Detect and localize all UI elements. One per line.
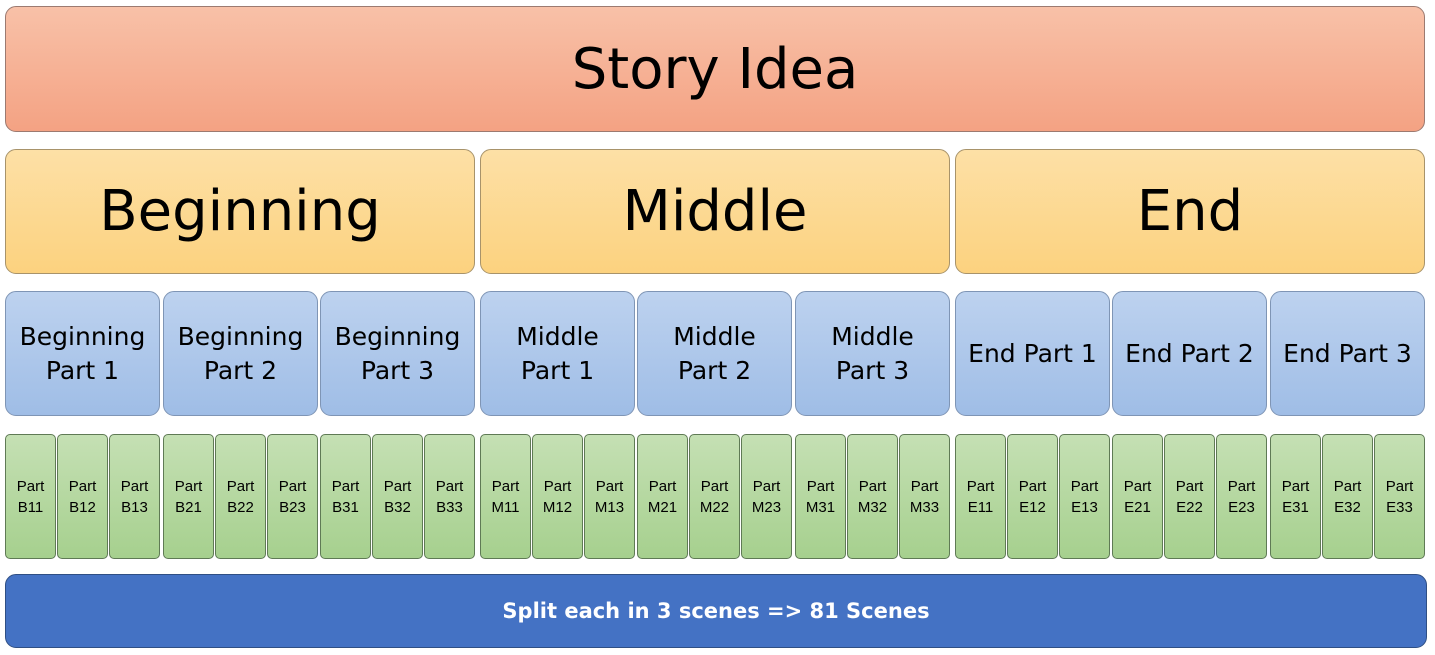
subpart-e22: Part E22 <box>1164 434 1215 559</box>
subpart-e23: Part E23 <box>1216 434 1267 559</box>
subpart-e13: Part E13 <box>1059 434 1110 559</box>
subpart-b21: Part B21 <box>163 434 214 559</box>
part-middle-2: Middle Part 2 <box>637 291 792 416</box>
subpart-b12: Part B12 <box>57 434 108 559</box>
story-idea-box: Story Idea <box>5 6 1425 132</box>
act-end: End <box>955 149 1425 274</box>
subpart-b33: Part B33 <box>424 434 475 559</box>
part-middle-3: Middle Part 3 <box>795 291 950 416</box>
subpart-m23: Part M23 <box>741 434 792 559</box>
part-beginning-3: Beginning Part 3 <box>320 291 475 416</box>
part-end-2: End Part 2 <box>1112 291 1267 416</box>
scenes-summary-banner: Split each in 3 scenes => 81 Scenes <box>5 574 1427 648</box>
subpart-b13: Part B13 <box>109 434 160 559</box>
subpart-m11: Part M11 <box>480 434 531 559</box>
subpart-m31: Part M31 <box>795 434 846 559</box>
act-beginning: Beginning <box>5 149 475 274</box>
subpart-e11: Part E11 <box>955 434 1006 559</box>
subpart-b32: Part B32 <box>372 434 423 559</box>
subpart-m22: Part M22 <box>689 434 740 559</box>
subpart-e12: Part E12 <box>1007 434 1058 559</box>
subpart-e21: Part E21 <box>1112 434 1163 559</box>
subpart-e31: Part E31 <box>1270 434 1321 559</box>
subpart-m12: Part M12 <box>532 434 583 559</box>
part-beginning-2: Beginning Part 2 <box>163 291 318 416</box>
subpart-b11: Part B11 <box>5 434 56 559</box>
subpart-m33: Part M33 <box>899 434 950 559</box>
subpart-m13: Part M13 <box>584 434 635 559</box>
subpart-e33: Part E33 <box>1374 434 1425 559</box>
subpart-b22: Part B22 <box>215 434 266 559</box>
subpart-b23: Part B23 <box>267 434 318 559</box>
act-middle: Middle <box>480 149 950 274</box>
part-middle-1: Middle Part 1 <box>480 291 635 416</box>
subpart-m21: Part M21 <box>637 434 688 559</box>
part-end-3: End Part 3 <box>1270 291 1425 416</box>
subpart-b31: Part B31 <box>320 434 371 559</box>
subpart-m32: Part M32 <box>847 434 898 559</box>
subpart-e32: Part E32 <box>1322 434 1373 559</box>
part-end-1: End Part 1 <box>955 291 1110 416</box>
part-beginning-1: Beginning Part 1 <box>5 291 160 416</box>
